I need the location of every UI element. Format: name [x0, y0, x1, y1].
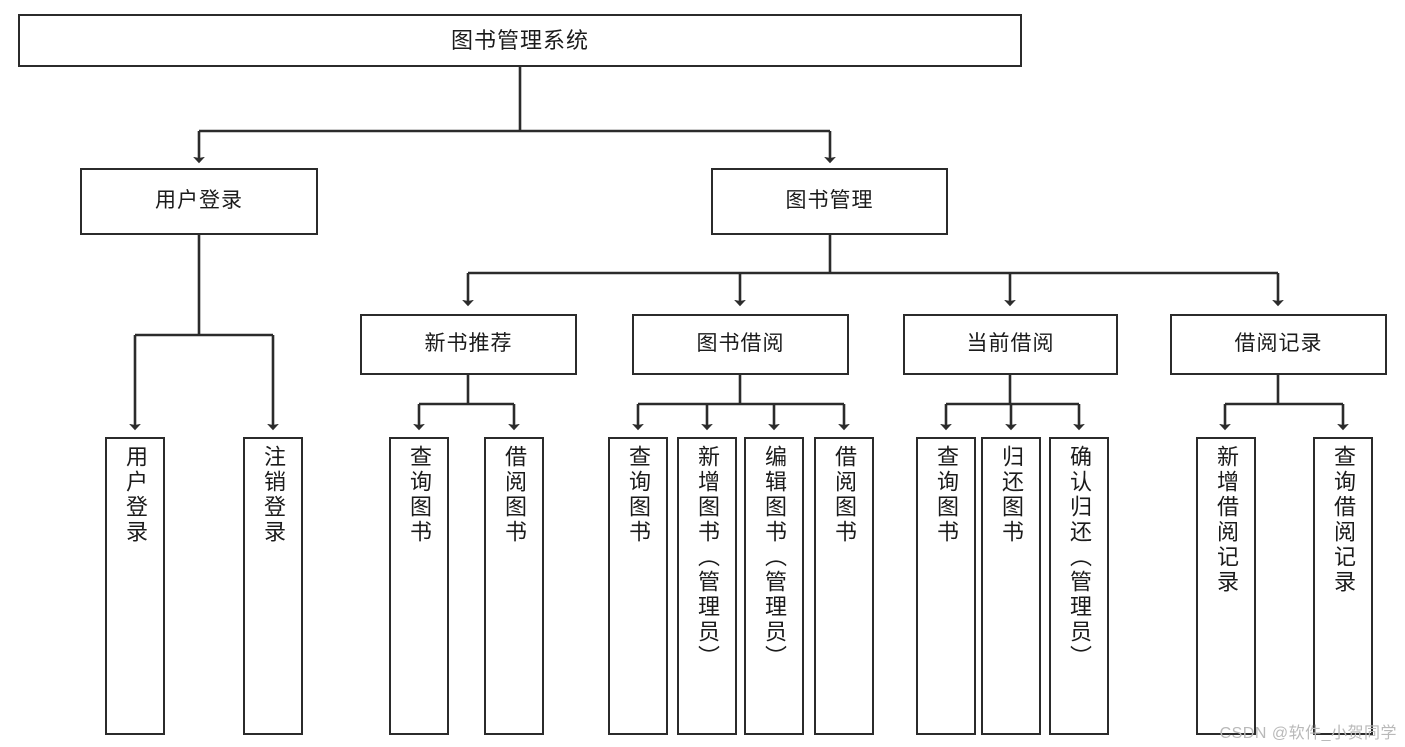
node-new-book-rec[interactable]: 新书推荐 — [360, 314, 577, 375]
leaf-borrow-book-1-label: 借阅图书 — [502, 445, 527, 545]
leaf-query-record[interactable]: 查询借阅记录 — [1313, 437, 1373, 735]
leaf-user-logout[interactable]: 注销登录 — [243, 437, 303, 735]
leaf-user-logout-label: 注销登录 — [261, 445, 286, 545]
leaf-query-book-3[interactable]: 查询图书 — [916, 437, 976, 735]
node-book-borrow-label: 图书借阅 — [696, 332, 785, 356]
leaf-borrow-book-2-label: 借阅图书 — [832, 445, 857, 545]
leaf-add-record[interactable]: 新增借阅记录 — [1196, 437, 1256, 735]
leaf-confirm-return-label: 确认归还（管理员） — [1067, 445, 1092, 670]
node-root[interactable]: 图书管理系统 — [18, 14, 1022, 67]
leaf-query-book-2-label: 查询图书 — [626, 445, 651, 545]
leaf-query-record-label: 查询借阅记录 — [1331, 445, 1356, 595]
leaf-add-book[interactable]: 新增图书（管理员） — [677, 437, 737, 735]
node-user-login[interactable]: 用户登录 — [80, 168, 318, 235]
leaf-edit-book-label: 编辑图书（管理员） — [762, 445, 787, 670]
leaf-query-book-1[interactable]: 查询图书 — [389, 437, 449, 735]
node-book-borrow[interactable]: 图书借阅 — [632, 314, 849, 375]
leaf-edit-book[interactable]: 编辑图书（管理员） — [744, 437, 804, 735]
leaf-confirm-return[interactable]: 确认归还（管理员） — [1049, 437, 1109, 735]
node-current-borrow[interactable]: 当前借阅 — [903, 314, 1118, 375]
node-borrow-record-label: 借阅记录 — [1234, 332, 1323, 356]
leaf-query-book-3-label: 查询图书 — [934, 445, 959, 545]
node-book-manage-label: 图书管理 — [785, 189, 874, 213]
node-user-login-label: 用户登录 — [155, 189, 243, 213]
leaf-borrow-book-1[interactable]: 借阅图书 — [484, 437, 544, 735]
leaf-user-login[interactable]: 用户登录 — [105, 437, 165, 735]
node-book-manage[interactable]: 图书管理 — [711, 168, 948, 235]
leaf-return-book[interactable]: 归还图书 — [981, 437, 1041, 735]
node-borrow-record[interactable]: 借阅记录 — [1170, 314, 1387, 375]
leaf-query-book-2[interactable]: 查询图书 — [608, 437, 668, 735]
node-root-label: 图书管理系统 — [450, 27, 589, 53]
node-current-borrow-label: 当前借阅 — [966, 332, 1055, 356]
leaf-return-book-label: 归还图书 — [999, 445, 1024, 545]
leaf-user-login-label: 用户登录 — [123, 445, 148, 545]
leaf-borrow-book-2[interactable]: 借阅图书 — [814, 437, 874, 735]
leaf-add-book-label: 新增图书（管理员） — [695, 445, 720, 670]
node-new-book-rec-label: 新书推荐 — [424, 332, 513, 356]
leaf-add-record-label: 新增借阅记录 — [1214, 445, 1239, 595]
leaf-query-book-1-label: 查询图书 — [407, 445, 432, 545]
